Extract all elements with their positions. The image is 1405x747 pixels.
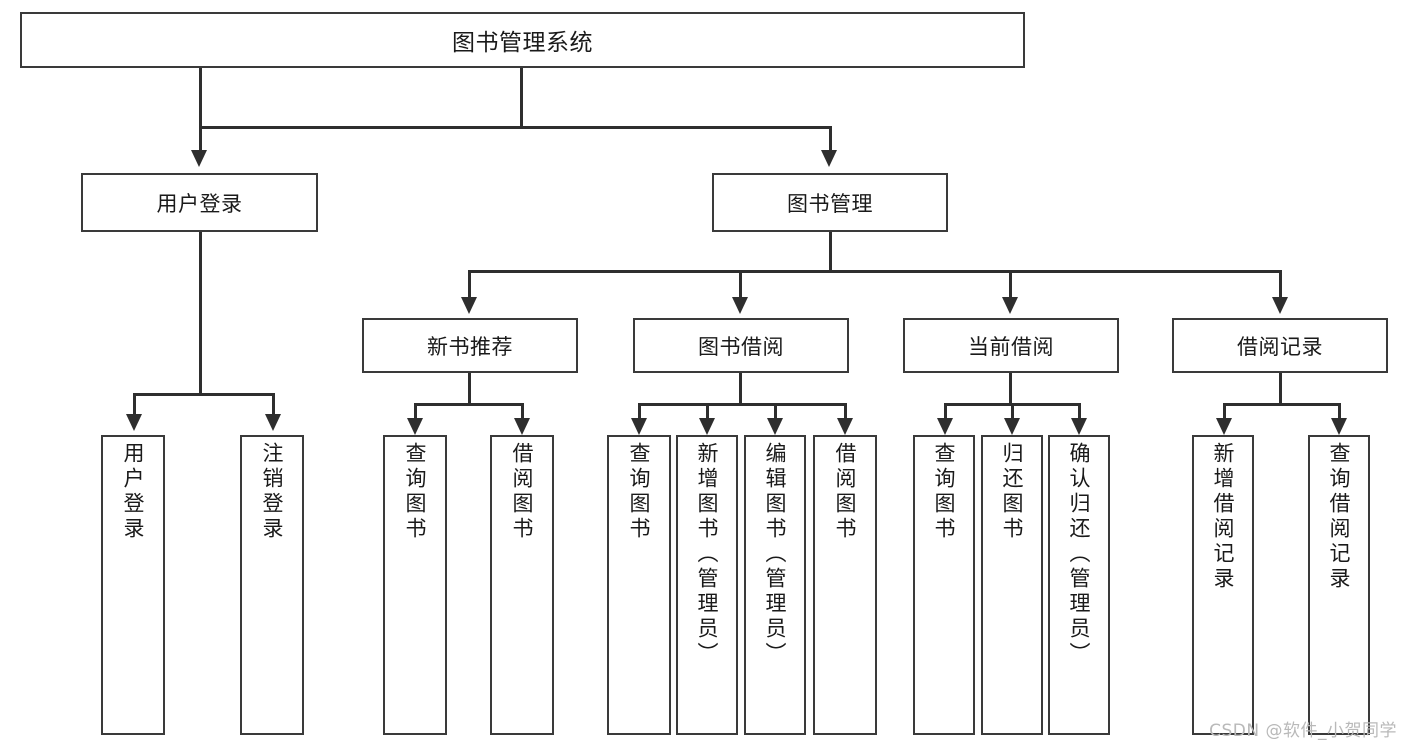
leaf-borrow-book[interactable]: 借阅图书 <box>813 435 877 735</box>
leaf-borrow-book-recommend[interactable]: 借阅图书 <box>490 435 554 735</box>
arrow-to-user-login <box>191 150 207 167</box>
connector-root-bus-right-drop <box>829 126 832 152</box>
node-label: 用户登录 <box>121 442 146 542</box>
leaf-user-login[interactable]: 用户登录 <box>101 435 165 735</box>
node-label: 查询图书 <box>403 442 428 542</box>
leaf-logout[interactable]: 注销登录 <box>240 435 304 735</box>
node-label: 当前借阅 <box>968 334 1054 359</box>
connector-level3-bus <box>468 270 1280 273</box>
arrow-to-leaf-user-login <box>126 414 142 431</box>
node-current-borrow[interactable]: 当前借阅 <box>903 318 1119 373</box>
leaf-query-book-borrow[interactable]: 查询图书 <box>607 435 671 735</box>
arrow-to-borrow-record <box>1272 297 1288 314</box>
connector-level3-drop-4 <box>1279 270 1282 298</box>
node-user-login[interactable]: 用户登录 <box>81 173 318 232</box>
leaf-query-book-recommend[interactable]: 查询图书 <box>383 435 447 735</box>
connector-current-borrow-drop-3 <box>1078 403 1081 419</box>
connector-current-borrow-stem <box>1009 373 1012 405</box>
node-label: 新书推荐 <box>427 334 513 359</box>
node-label: 归还图书 <box>1000 442 1025 542</box>
arrow-to-book-borrow <box>732 297 748 314</box>
node-label: 新增借阅记录 <box>1211 442 1236 592</box>
connector-current-borrow-drop-1 <box>944 403 947 419</box>
arrow-to-leaf-query-record <box>1331 418 1347 435</box>
connector-borrow-record-drop-2 <box>1338 403 1341 419</box>
arrow-to-leaf-borrow-book-2 <box>837 418 853 435</box>
arrow-to-leaf-query-book-2 <box>631 418 647 435</box>
connector-user-login-bus <box>133 393 274 396</box>
connector-root-center-riser <box>520 68 523 126</box>
node-label: 图书管理 <box>787 191 873 216</box>
connector-book-borrow-drop-3 <box>774 403 777 419</box>
node-label: 图书借阅 <box>698 334 784 359</box>
leaf-return-book[interactable]: 归还图书 <box>981 435 1043 735</box>
arrow-to-current-borrow <box>1002 297 1018 314</box>
node-label: 借阅记录 <box>1237 334 1323 359</box>
arrow-to-leaf-return-book <box>1004 418 1020 435</box>
node-label: 图书管理系统 <box>452 30 593 56</box>
connector-book-borrow-stem <box>739 373 742 405</box>
arrow-to-leaf-confirm-return <box>1071 418 1087 435</box>
node-root-book-management-system[interactable]: 图书管理系统 <box>20 12 1025 68</box>
connector-book-borrow-drop-1 <box>638 403 641 419</box>
node-borrow-record[interactable]: 借阅记录 <box>1172 318 1388 373</box>
connector-book-borrow-drop-4 <box>844 403 847 419</box>
connector-new-book-bus <box>414 403 522 406</box>
connector-user-login-stem <box>199 232 202 395</box>
node-label: 借阅图书 <box>510 442 535 542</box>
arrow-to-leaf-edit-book <box>767 418 783 435</box>
connector-borrow-record-drop-1 <box>1223 403 1226 419</box>
connector-book-borrow-drop-2 <box>706 403 709 419</box>
node-label: 编辑图书（管理员） <box>763 442 788 667</box>
node-new-book-recommend[interactable]: 新书推荐 <box>362 318 578 373</box>
leaf-query-book-current[interactable]: 查询图书 <box>913 435 975 735</box>
node-label: 查询图书 <box>627 442 652 542</box>
connector-new-book-drop-2 <box>521 403 524 419</box>
leaf-add-book-admin[interactable]: 新增图书（管理员） <box>676 435 738 735</box>
node-label: 新增图书（管理员） <box>695 442 720 667</box>
connector-book-borrow-bus <box>638 403 846 406</box>
arrow-to-leaf-query-book-1 <box>407 418 423 435</box>
connector-level3-drop-3 <box>1009 270 1012 298</box>
leaf-query-borrow-record[interactable]: 查询借阅记录 <box>1308 435 1370 735</box>
node-label: 用户登录 <box>156 191 243 216</box>
connector-user-login-drop-1 <box>133 393 136 415</box>
node-book-management[interactable]: 图书管理 <box>712 173 948 232</box>
arrow-to-leaf-query-book-3 <box>937 418 953 435</box>
arrow-to-leaf-add-record <box>1216 418 1232 435</box>
connector-new-book-stem <box>468 373 471 405</box>
node-book-borrow[interactable]: 图书借阅 <box>633 318 849 373</box>
node-label: 查询图书 <box>932 442 957 542</box>
connector-root-bus-left-drop <box>199 126 202 152</box>
arrow-to-leaf-add-book <box>699 418 715 435</box>
arrow-to-new-book-recommend <box>461 297 477 314</box>
connector-borrow-record-stem <box>1279 373 1282 405</box>
arrow-to-book-management <box>821 150 837 167</box>
connector-new-book-drop-1 <box>414 403 417 419</box>
connector-user-login-drop-2 <box>272 393 275 415</box>
node-label: 注销登录 <box>260 442 285 542</box>
connector-level3-drop-1 <box>468 270 471 298</box>
connector-root-stem <box>199 68 202 128</box>
node-label: 查询借阅记录 <box>1327 442 1352 592</box>
leaf-add-borrow-record[interactable]: 新增借阅记录 <box>1192 435 1254 735</box>
connector-borrow-record-bus <box>1223 403 1339 406</box>
arrow-to-leaf-borrow-book-1 <box>514 418 530 435</box>
node-label: 确认归还（管理员） <box>1067 442 1092 667</box>
arrow-to-leaf-logout <box>265 414 281 431</box>
node-label: 借阅图书 <box>833 442 858 542</box>
connector-level3-drop-2 <box>739 270 742 298</box>
connector-book-management-stem <box>829 232 832 272</box>
leaf-edit-book-admin[interactable]: 编辑图书（管理员） <box>744 435 806 735</box>
connector-root-bus <box>199 126 832 129</box>
connector-current-borrow-drop-2 <box>1011 403 1014 419</box>
leaf-confirm-return-admin[interactable]: 确认归还（管理员） <box>1048 435 1110 735</box>
